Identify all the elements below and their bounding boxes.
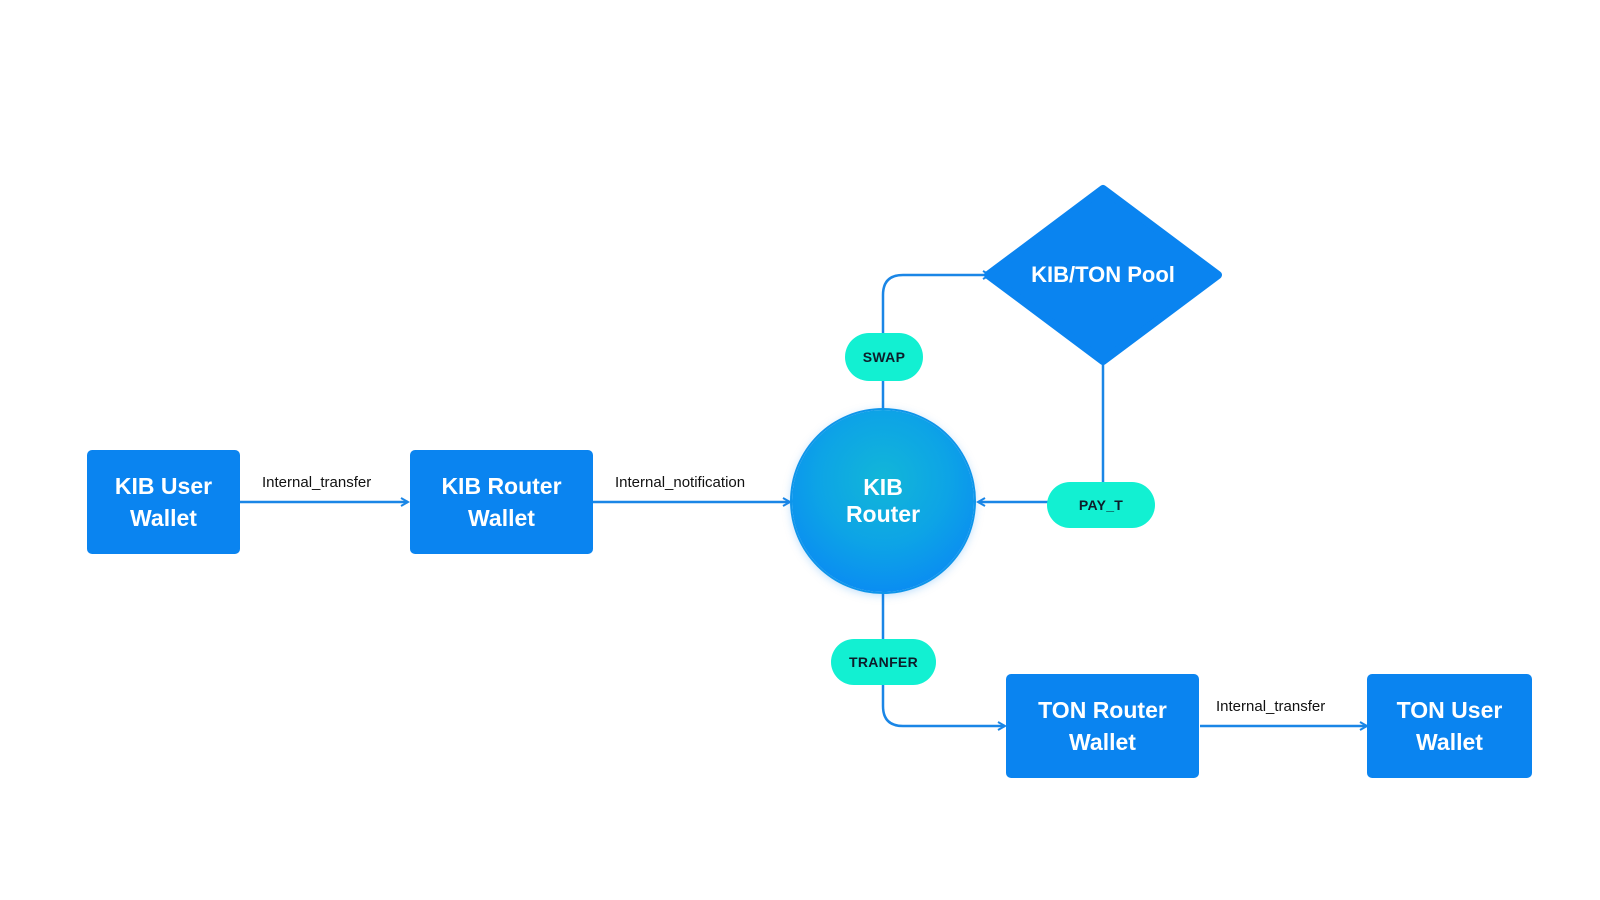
kib-user-wallet-label: KIB User Wallet xyxy=(114,473,213,531)
pool-label: KIB/TON Pool xyxy=(1031,262,1175,287)
swap-op-badge: SWAP xyxy=(845,333,923,381)
edge-label-internal-transfer-2: Internal_transfer xyxy=(1216,698,1326,715)
kib-router-label: KIB Router xyxy=(845,474,921,527)
kib-router-node: KIB Router xyxy=(792,410,974,592)
edge-label-internal-transfer-1: Internal_transfer xyxy=(262,474,372,491)
transfer-op-badge: TRANFER xyxy=(831,639,936,685)
ton-router-wallet-node: TON Router Wallet xyxy=(1006,674,1199,778)
edge-label-internal-notification: Internal_notification xyxy=(615,474,746,491)
kib-router-wallet-node: KIB Router Wallet xyxy=(410,450,593,554)
connector-router-to-ton-router-wallet xyxy=(881,592,1005,726)
connector-pool-to-router xyxy=(978,360,1105,502)
connector-router-to-pool xyxy=(881,275,990,410)
pay-op-badge: PAY_T xyxy=(1047,482,1155,528)
kib-user-wallet-node: KIB User Wallet xyxy=(87,450,240,554)
ton-user-wallet-label: TON User Wallet xyxy=(1396,697,1503,755)
pool-diamond xyxy=(984,185,1222,365)
ton-user-wallet-node: TON User Wallet xyxy=(1367,674,1532,778)
ton-router-wallet-label: TON Router Wallet xyxy=(1038,697,1167,755)
kib-router-wallet-label: KIB Router Wallet xyxy=(441,473,562,531)
